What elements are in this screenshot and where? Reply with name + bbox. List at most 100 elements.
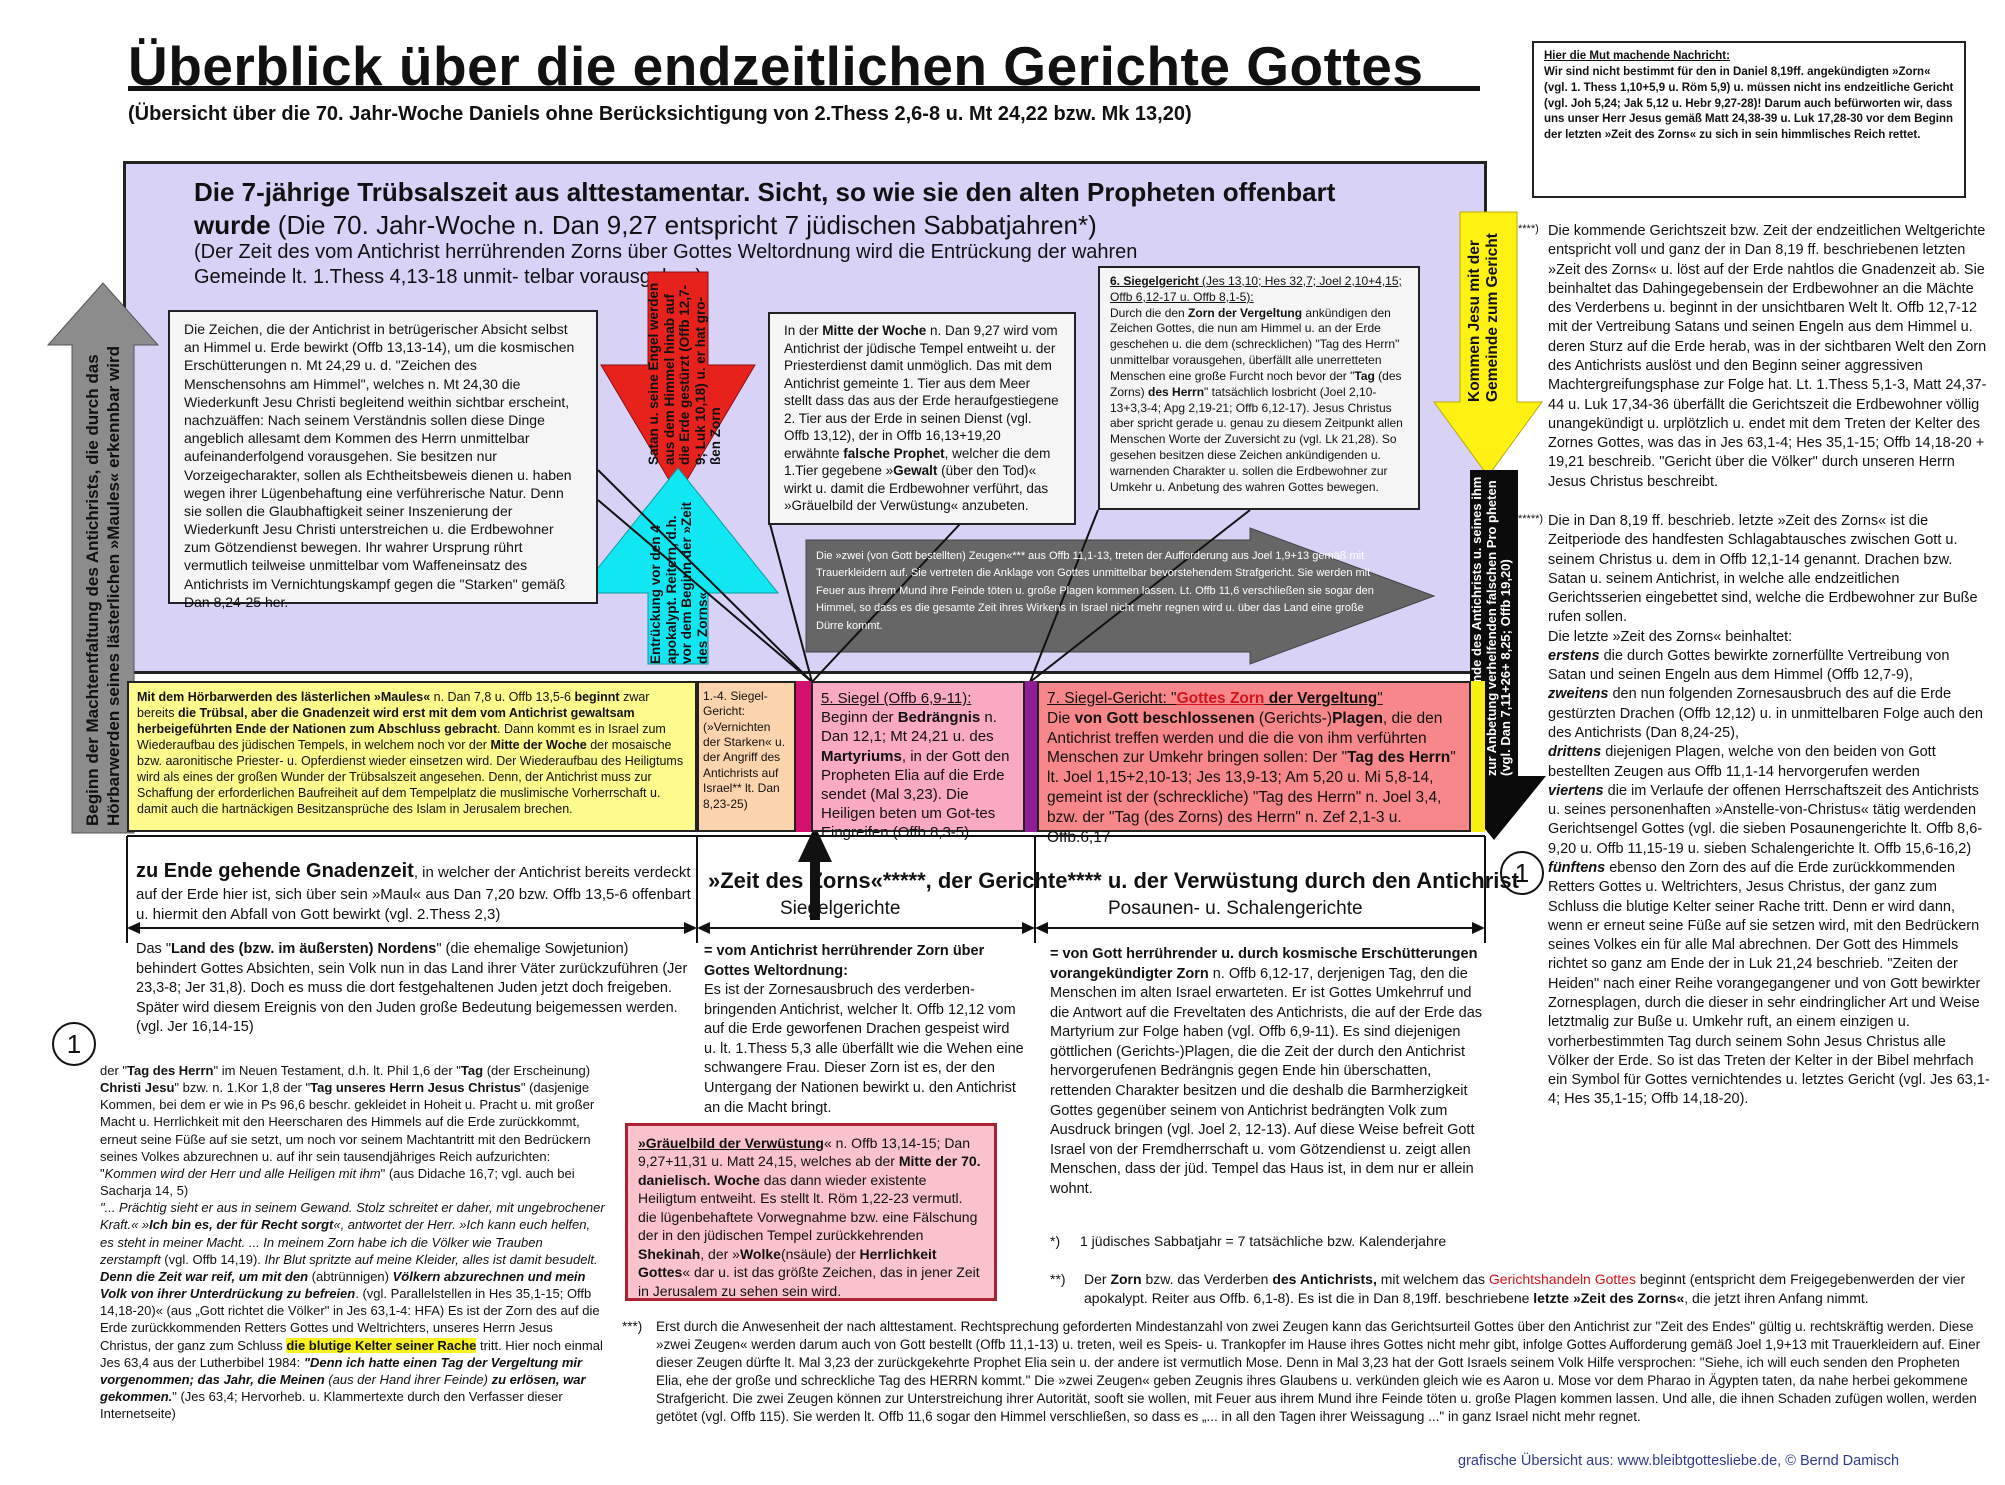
panel-heading-normal: (Die 70. Jahr-Woche n. Dan 9,27 entspric… <box>270 209 1097 240</box>
panel-heading: Die 7-jährige Trübsalszeit aus alttestam… <box>194 176 1394 241</box>
day-of-lord-text: der "Tag des Herrn" im Neuen Testament, … <box>100 1062 605 1422</box>
wrath-time-heading: »Zeit des Zorns«*****, der Gerichte**** … <box>708 868 1519 893</box>
seal6-text-1: Durch die den <box>1110 305 1189 320</box>
item-zweitens: zweitens den nun folgenden Zornesausbruc… <box>1548 685 1990 743</box>
seal-7-band: 7. Siegel-Gericht: "Gottes Zorn der Verg… <box>1037 681 1471 846</box>
god-wrath-desc: n. Offb 6,12-17, derjenigen Tag, den die… <box>1050 965 1483 1197</box>
note-4star-text: Die kommende Gerichtszeit bzw. Zeit der … <box>1548 223 1987 490</box>
yellow-bold-2: beginnt <box>574 690 620 704</box>
item-fuenftens: fünftens ebenso den Zorn des auf die Erd… <box>1548 859 1990 1110</box>
cyan-arrow <box>576 467 780 665</box>
note-5star-marker: *****) <box>1518 512 1544 525</box>
item-erstens: erstens die durch Gottes bewirkte zorner… <box>1548 647 1990 686</box>
fn2-b3: letzte »Zeit des Zorns« <box>1533 1289 1685 1306</box>
mid-week-text-2: n. Dan 9,27 wird vom Antichrist der jüdi… <box>784 323 1059 461</box>
seal6-bold-3: des Herrn <box>1148 384 1205 399</box>
seal5-text-3: , in der Gott den Propheten Elia auf die… <box>821 747 1010 842</box>
north-text-1: Das " <box>136 941 171 957</box>
footnote-1star: *)1 jüdisches Sabbatjahr = 7 tatsächlich… <box>1050 1232 1490 1251</box>
seal-1-4-band: 1.-4. Siegel-Gericht: (»Vernichten der S… <box>697 681 796 832</box>
north-bold-1: Land des (bzw. im äußersten) Nordens <box>170 941 437 957</box>
seal6-text-2: ankündigen den Zeichen Gottes, die nun a… <box>1110 305 1400 383</box>
abomination-text-3: , der » <box>700 1245 740 1262</box>
footnote-3star-text: Erst durch die Anwesenheit der nach altt… <box>656 1319 1981 1424</box>
dol-bi4: "Denn ich hatte einen Tag der Vergeltung… <box>100 1354 583 1387</box>
grey-arrow-label: Beginn der Machtentfaltung des Antichris… <box>83 346 124 826</box>
dol-i5: (aus der Hand ihrer Feinde) <box>324 1371 492 1387</box>
title-underline <box>128 86 1480 91</box>
dol-t7: (vgl. Offb 14,19). <box>160 1251 265 1267</box>
mid-week-box: In der Mitte der Woche n. Dan 9,27 wird … <box>768 312 1076 525</box>
dol-bi2: Denn die Zeit war reif, um mit den <box>100 1268 309 1284</box>
antichrist-wrath-desc: Es ist der Zornesausbruch des verderben-… <box>704 982 1024 1116</box>
north-land-text: Das "Land des (bzw. im äußersten) Norden… <box>136 940 692 1038</box>
seal7-text-4: " lt. Joel 1,15+2,10-13; Jes 13,9-13; Am… <box>1047 749 1456 846</box>
dol-t10: tritt. Hier noch einmal Jes 63,4 aus der… <box>100 1337 603 1370</box>
dol-i1: Kommen wird der Herr und alle Heiligen m… <box>104 1165 381 1181</box>
zweitens-key: zweitens <box>1548 686 1609 703</box>
seal6-text-3: (des Zorns) <box>1110 368 1402 399</box>
mid-week-text-1: In der <box>784 323 823 338</box>
zeugen-arrow <box>805 527 1436 665</box>
dol-b1: Tag des Herrn <box>127 1063 214 1078</box>
mid-week-bold-1: Mitte der Woche <box>822 323 927 338</box>
dol-i3: «, antwortet der Herr. »Ich kann euch he… <box>100 1217 591 1267</box>
drittens-text: diejenigen Plagen, welche von den beiden… <box>1548 744 1936 780</box>
seal7-text-2: (Gerichts-) <box>1254 709 1333 727</box>
dol-t2: " im Neuen Testament, d.h. lt. Phil 1,6 … <box>213 1063 461 1078</box>
seal6-box: 6. Siegelgericht (Jes 13,10; Hes 32,7; J… <box>1098 266 1420 510</box>
zeugen-arrow-text: Die »zwei (von Gott bestellten) Zeugen«*… <box>816 548 1376 635</box>
seal5-title: 5. Siegel (Offb 6,9-11): <box>821 690 972 707</box>
dol-t6: " (aus Didache 16,7; vgl. auch bei Sacha… <box>100 1165 575 1199</box>
drittens-key: drittens <box>1548 744 1602 761</box>
dol-b3: Christi Jesu <box>100 1080 175 1096</box>
note-4star: ****) Die kommende Gerichtszeit bzw. Zei… <box>1518 222 1990 492</box>
good-news-box: Hier die Mut machende Nachricht: Wir sin… <box>1532 41 1966 198</box>
red-arrow <box>600 271 756 496</box>
red-arrow-label: Satan u. seine Engel werden aus dem Himm… <box>646 282 724 465</box>
seal6-refs: (Jes 13,10; Hes 32,7; Joel 2,10+4,15; Of… <box>1110 274 1402 304</box>
fn2-t4: beginnt (entspricht dem Freigegebenwerde… <box>1084 1271 1966 1306</box>
dol-bi3: Völkern abzurechnen und mein Volk von ih… <box>100 1268 586 1302</box>
seal-judgments-label: Siegelgerichte <box>780 898 901 919</box>
yellow-bold-1: Mit dem Hörbarwerden des lästerlichen »M… <box>137 690 431 704</box>
cyan-arrow-label: Entrückung vor den 4 apokalypt. Reitern,… <box>648 501 710 664</box>
zeugen-text: Die »zwei (von Gott bestellten) Zeugen«*… <box>816 550 1374 632</box>
abomination-title: »Gräuelbild der Verwüstung <box>638 1135 824 1151</box>
abomination-text-2: das dann wieder existente Heiligtum entw… <box>638 1171 978 1244</box>
seal7-text-3: , die den Antichrist treffen werden und … <box>1047 709 1443 767</box>
fuenftens-text: ebenso den Zorn des auf die Erde zurückk… <box>1548 860 1990 1108</box>
grace-period-title: zu Ende gehende Gnadenzeit <box>136 860 414 882</box>
fn2-b1: Zorn <box>1110 1271 1142 1287</box>
trumpet-bowl-label: Posaunen- u. Schalengerichte <box>1108 898 1363 919</box>
fn2-b2: des Antichrists, <box>1272 1271 1377 1287</box>
mid-week-text-4: (über den Tod)« wirkt u. damit die Erdbe… <box>784 463 1049 514</box>
seal7-bold-1: von Gott beschlossenen <box>1074 709 1255 727</box>
abomination-text-5: « dar u. ist das größte Zeichen, das in … <box>638 1264 980 1299</box>
item-viertens: viertens die im Verlaufe der offenen Her… <box>1548 782 1990 859</box>
seal7-bold-3: Tag des Herrn <box>1347 749 1451 767</box>
viertens-key: viertens <box>1548 782 1604 799</box>
yellow-bold-4: Mitte der Woche <box>490 738 587 752</box>
dol-b4: Tag unseres Herrn Jesus Christus <box>310 1080 521 1096</box>
dol-bi1: Ich bin es, der für Recht sorgt <box>149 1217 334 1233</box>
dol-bi5: zu erlösen, war gekommen. <box>100 1371 586 1404</box>
dol-b2: Tag <box>460 1063 484 1078</box>
seal-5-band: 5. Siegel (Offb 6,9-11):Beginn der Bedrä… <box>811 681 1025 841</box>
seal7-text-1: Die <box>1047 709 1075 727</box>
dol-t3: (der Erscheinung) <box>483 1063 591 1078</box>
panel-subheading: (Der Zeit des vom Antichrist herrührende… <box>194 241 1138 288</box>
seal6-bold-1: Zorn der Vergeltung <box>1188 305 1303 320</box>
yellow-arrow-label: Kommen Jesu mit der Gemeinde zum Gericht <box>1466 233 1501 402</box>
abomination-bold-2: Mitte der 70. danielisch. Woche <box>638 1153 981 1188</box>
dol-t1: der " <box>100 1063 128 1078</box>
fn2-t3: mit welchem das <box>1376 1271 1489 1287</box>
footnote-2star: **)Der Zorn bzw. das Verderben des Antic… <box>1050 1270 1989 1308</box>
good-news-heading: Hier die Mut machende Nachricht: <box>1544 50 1730 62</box>
panel-heading-bold: Die 7-jährige Trübsalszeit aus alttestam… <box>194 177 1336 240</box>
seal7-bold-2: Plagen <box>1332 709 1383 727</box>
seal7-title-3: " <box>1377 690 1383 707</box>
abomination-text-4: (nsäule) der <box>780 1245 860 1262</box>
item-drittens: drittens diejenigen Plagen, welche von d… <box>1548 743 1990 782</box>
